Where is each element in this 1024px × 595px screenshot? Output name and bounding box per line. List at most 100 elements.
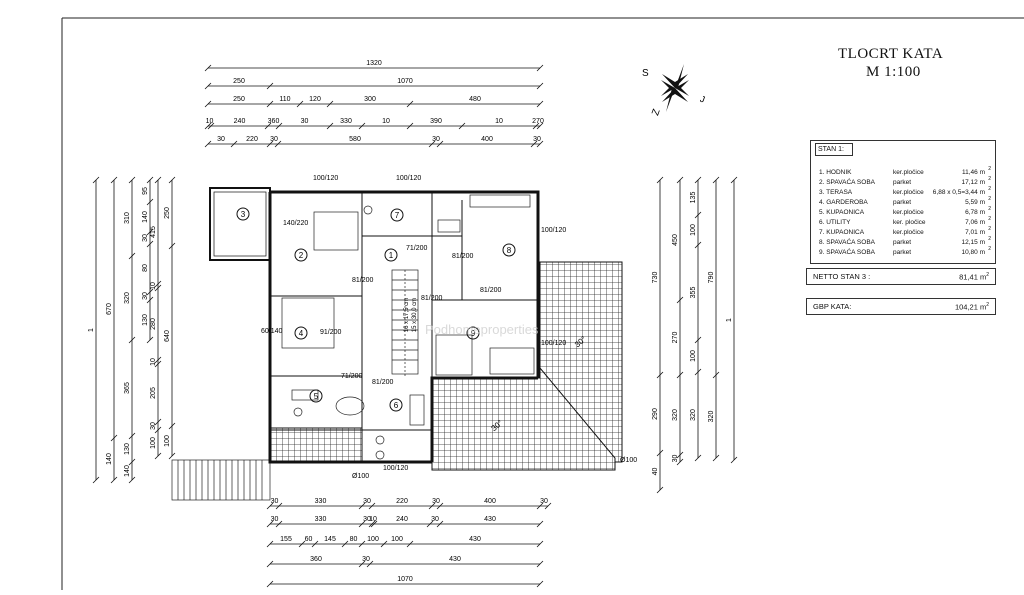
dimension-line — [110, 476, 118, 484]
dimension-line — [458, 122, 466, 130]
dimension-label: 280 — [150, 318, 157, 330]
dimension-line — [536, 502, 544, 510]
dimension-line — [146, 240, 154, 248]
opening-label: 71/200 — [406, 245, 428, 252]
dimension-label: 1070 — [397, 576, 413, 583]
dimension-line — [146, 336, 154, 344]
dimension-label: 120 — [309, 96, 321, 103]
dimension-label: 60 — [305, 536, 313, 543]
room-area: 17,12 m — [961, 179, 986, 186]
dimension-line — [128, 176, 136, 184]
dimension-line — [406, 122, 414, 130]
dimension-label: 30 — [363, 516, 371, 523]
dimension-line — [358, 122, 366, 130]
dimension-line — [544, 502, 552, 510]
dimension-line — [154, 452, 162, 460]
room-area: 11,46 m — [961, 169, 985, 176]
dimension-line — [341, 540, 349, 548]
dimension-line — [146, 198, 154, 206]
dimension-line — [656, 176, 664, 184]
dimension-line — [368, 502, 376, 510]
dimension-label: 30 — [271, 516, 279, 523]
dimension-label: 140 — [142, 211, 149, 223]
room-area: 7,01 m — [965, 229, 985, 236]
dimension-line — [154, 280, 162, 288]
opening-label: 100/120 — [383, 465, 408, 472]
dimension-line — [694, 336, 702, 344]
room-number-1: 1 — [389, 251, 394, 260]
dimension-line — [168, 176, 176, 184]
dimension-line — [266, 82, 274, 90]
dimension-line — [730, 176, 738, 184]
dimension-label: 10 — [206, 118, 214, 125]
dimension-line — [266, 140, 274, 148]
dimension-label: 30 — [533, 136, 541, 143]
area-unit-sup: 2 — [988, 216, 991, 222]
dimension-line — [110, 434, 118, 442]
drawing-title: TLOCRT KATA — [838, 46, 944, 62]
dimension-label: 330 — [315, 498, 327, 505]
dimension-lines — [92, 64, 738, 588]
netto-value: 81,41 m2 — [959, 272, 989, 282]
dimension-line — [168, 422, 176, 430]
room-area: 6,78 m — [965, 209, 985, 216]
dimension-line — [712, 371, 720, 379]
dimension-line — [146, 228, 154, 236]
dimension-line — [275, 502, 283, 510]
room-area: 12,15 m — [961, 239, 986, 246]
dimension-label: 130 — [142, 314, 149, 326]
dimension-label: 320 — [124, 292, 131, 304]
dimension-label: 30 — [432, 136, 440, 143]
dimension-label: 1 — [726, 318, 733, 322]
opening-label: 81/200 — [452, 253, 474, 260]
dimension-line — [536, 560, 544, 568]
dimension-line — [436, 520, 444, 528]
dimension-label: 1 — [88, 328, 95, 332]
room-name: 3. TERASA — [819, 189, 853, 196]
opening-labels: 140/220 81/200 81/200 91/200 60/140 71/2… — [261, 175, 566, 472]
dimension-line — [154, 360, 162, 368]
room-area: 10,80 m — [961, 249, 986, 256]
dimension-label: 250 — [233, 78, 245, 85]
room-number-7: 7 — [395, 211, 400, 220]
dimension-line — [380, 540, 388, 548]
stair-text: 15 x 30,0 cm — [412, 298, 418, 332]
dimension-line — [274, 140, 282, 148]
dimension-label: 205 — [150, 387, 157, 399]
room-number-2: 2 — [299, 251, 304, 260]
floor-type: ker.pločice — [893, 169, 924, 176]
opening-label: 100/120 — [313, 175, 338, 182]
dimension-label: 430 — [469, 536, 481, 543]
dimension-label: 240 — [396, 516, 408, 523]
dimension-label: 300 — [364, 96, 376, 103]
compass-rose-icon: S Z J — [642, 64, 706, 117]
dimension-line — [204, 122, 212, 130]
dimension-line — [128, 432, 136, 440]
floor-type: ker.pločice — [893, 209, 924, 216]
opening-label: 81/200 — [352, 277, 374, 284]
dimension-line — [358, 520, 366, 528]
dimension-label: 580 — [349, 136, 361, 143]
dimension-line — [358, 560, 366, 568]
room-name: 9. SPAVAĆA SOBA — [819, 249, 875, 256]
netto-label: NETTO STAN 3 : — [813, 272, 871, 281]
netto-summary: NETTO STAN 3 : 81,41 m2 — [806, 268, 996, 285]
roof-bottom-left — [269, 427, 363, 463]
opening-label: 100/120 — [396, 175, 421, 182]
dimension-label: 100 — [690, 350, 697, 362]
floor-type: parket — [893, 199, 912, 206]
dimension-line — [694, 454, 702, 462]
floor-type: parket — [893, 179, 912, 186]
opening-label: 81/200 — [480, 287, 502, 294]
dimension-line — [204, 82, 212, 90]
dimension-line — [536, 100, 544, 108]
room-area: 5,59 m — [965, 199, 985, 206]
dimension-label: 100 — [164, 435, 171, 447]
dimension-label: 320 — [708, 411, 715, 423]
